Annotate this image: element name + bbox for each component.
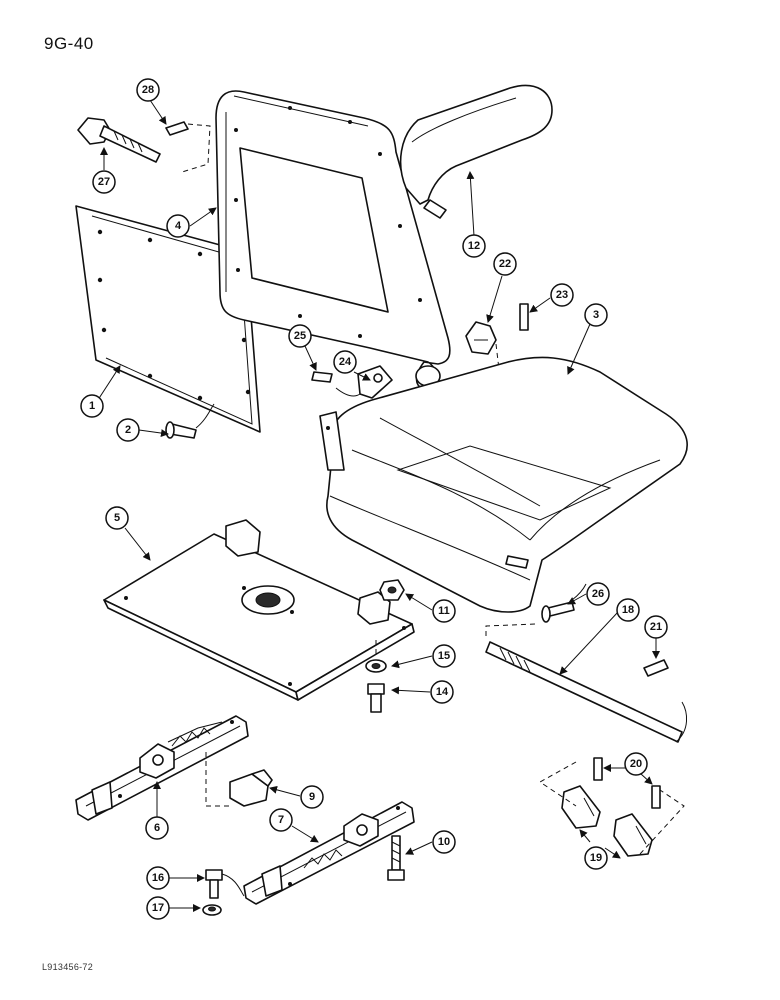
svg-text:6: 6 (154, 822, 160, 834)
callout-24: 24 (333, 350, 357, 374)
callout-1: 1 (80, 394, 104, 418)
backrest-bracket (357, 365, 393, 399)
callout-16: 16 (146, 866, 170, 890)
left-slide-rail (75, 715, 249, 821)
washer-15 (365, 659, 387, 673)
svg-text:4: 4 (175, 220, 182, 232)
callout-11: 11 (432, 599, 456, 623)
svg-text:10: 10 (438, 836, 450, 848)
seat-base-plate (103, 519, 415, 701)
svg-text:20: 20 (630, 758, 642, 770)
panel-screw (165, 421, 197, 439)
callout-4: 4 (166, 214, 190, 238)
backrest-knob-bolt (77, 117, 161, 163)
bolt-10 (387, 835, 405, 881)
callout-15: 15 (432, 644, 456, 668)
svg-text:7: 7 (278, 814, 284, 826)
svg-text:15: 15 (438, 650, 450, 662)
svg-text:18: 18 (622, 604, 634, 616)
callout-27: 27 (92, 170, 116, 194)
callout-21: 21 (644, 615, 668, 639)
svg-text:21: 21 (650, 621, 662, 633)
callout-10: 10 (432, 830, 456, 854)
lever-handles (561, 785, 653, 857)
nut-11 (379, 579, 405, 601)
cushion-screw (541, 601, 575, 623)
adjusting-rod (485, 641, 683, 743)
callout-26: 26 (586, 582, 610, 606)
lever-pins (593, 757, 661, 809)
svg-text:3: 3 (593, 309, 599, 321)
svg-text:23: 23 (556, 289, 568, 301)
callout-23: 23 (550, 283, 574, 307)
callout-7: 7 (269, 808, 293, 832)
page-code: 9G-40 (44, 34, 94, 53)
callout-25: 25 (288, 324, 312, 348)
svg-text:1: 1 (89, 400, 95, 412)
bracket-bolt (311, 371, 333, 383)
seat-cushion (319, 356, 688, 613)
callout-3: 3 (584, 303, 608, 327)
callout-18: 18 (616, 598, 640, 622)
svg-text:19: 19 (590, 852, 602, 864)
callout-5: 5 (105, 506, 129, 530)
slide-bracket (229, 769, 273, 807)
svg-text:24: 24 (339, 356, 352, 368)
svg-text:5: 5 (114, 512, 120, 524)
figure-code: L913456-72 (42, 962, 94, 972)
bolt-16 (205, 869, 223, 899)
svg-text:12: 12 (468, 240, 480, 252)
callout-20: 20 (624, 752, 648, 776)
callout-28: 28 (136, 78, 160, 102)
svg-text:17: 17 (152, 902, 164, 914)
svg-text:28: 28 (142, 84, 154, 96)
svg-text:22: 22 (499, 258, 511, 270)
svg-text:27: 27 (98, 176, 110, 188)
svg-text:16: 16 (152, 872, 164, 884)
callout-17: 17 (146, 896, 170, 920)
seat-back-panel (75, 205, 261, 433)
callout-22: 22 (493, 252, 517, 276)
callout-12: 12 (462, 234, 486, 258)
armrest-knob (465, 321, 497, 355)
armrest-pin (519, 303, 529, 331)
armrest (399, 84, 553, 219)
callout-2: 2 (116, 418, 140, 442)
callout-19: 19 (584, 846, 608, 870)
svg-text:26: 26 (592, 588, 604, 600)
svg-text:11: 11 (438, 605, 450, 617)
right-slide-rail (243, 801, 415, 905)
backrest-cushion (215, 90, 451, 390)
callout-14: 14 (430, 680, 454, 704)
bolt-14 (367, 683, 385, 713)
rod-pin (643, 659, 669, 677)
callout-6: 6 (145, 816, 169, 840)
nut-17 (202, 904, 222, 916)
callout-9: 9 (300, 785, 324, 809)
svg-text:25: 25 (294, 330, 306, 342)
roll-pin-28 (165, 121, 189, 136)
svg-text:14: 14 (436, 686, 449, 698)
svg-text:2: 2 (125, 424, 131, 436)
svg-text:9: 9 (309, 791, 315, 803)
